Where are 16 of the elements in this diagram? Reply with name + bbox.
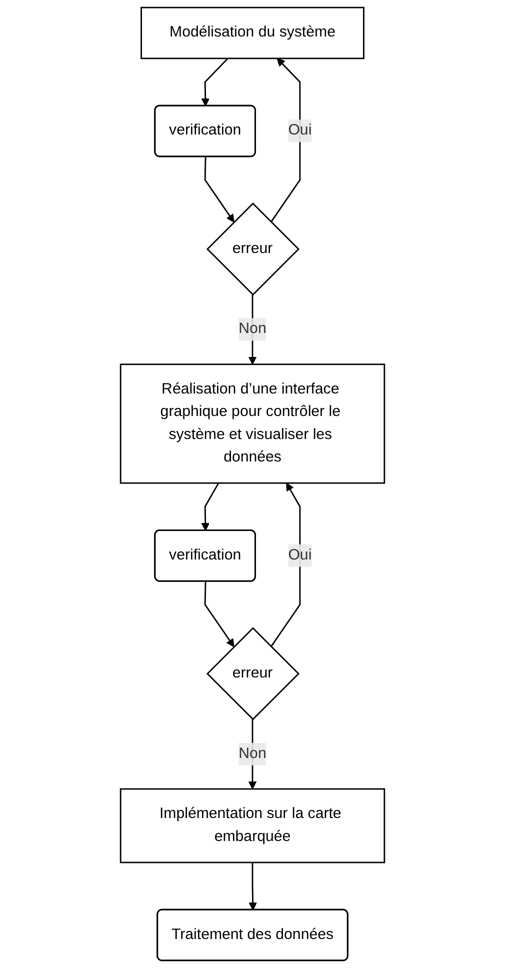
- node-box: Implémentation sur la carte embarquée: [120, 788, 386, 864]
- arrow: [204, 156, 234, 222]
- arrow: [270, 58, 301, 222]
- edge-label: Non: [238, 746, 266, 762]
- node-box: Modélisation du système: [140, 6, 364, 60]
- node-box: Réalisation d’une interface graphique pour contrôler le système et visualiser les données: [120, 364, 386, 484]
- node-diamond: erreur: [206, 627, 300, 720]
- edge-label: Non: [238, 321, 266, 338]
- arrow: [248, 862, 257, 910]
- edge-label: Oui: [288, 547, 312, 564]
- arrow: [201, 58, 228, 106]
- arrow: [270, 482, 301, 648]
- edge-label: Oui: [288, 122, 312, 139]
- arrow: [204, 582, 234, 648]
- node-diamond: erreur: [206, 202, 300, 296]
- arrow: [201, 482, 220, 532]
